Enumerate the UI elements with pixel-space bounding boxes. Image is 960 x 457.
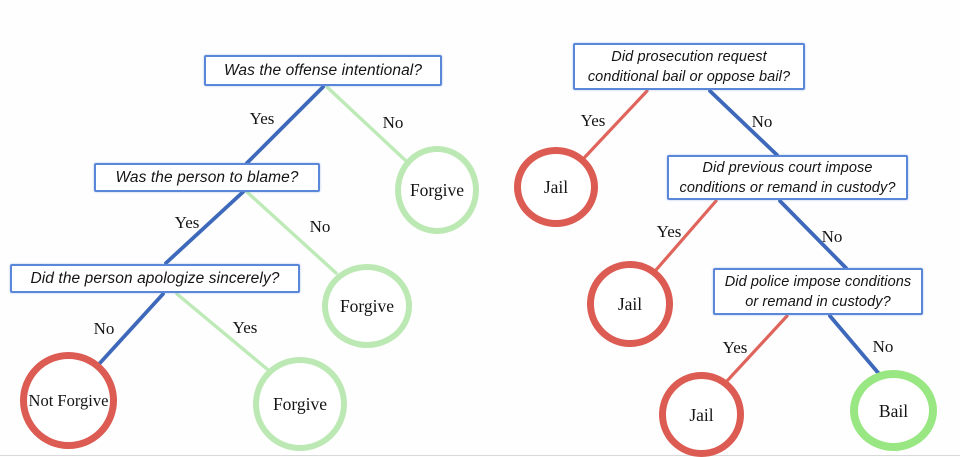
outcome-label: Jail (617, 294, 643, 314)
outcome-label: Forgive (409, 180, 465, 200)
question-text-line2: or remand in custody? (745, 293, 891, 310)
outcome-circle-jail-3: Jail (659, 372, 744, 457)
question-text-line1: Did police impose conditions (724, 273, 912, 290)
edge-right-q3-no (828, 314, 882, 377)
question-text: Was the person to blame? (115, 168, 299, 186)
question-box-apologize-sincerely: Did the person apologize sincerely? (10, 264, 300, 293)
bottom-rule-divider (0, 455, 960, 456)
outcome-circle-forgive-2: Forgive (322, 264, 412, 348)
edge-right-q1-yes (583, 89, 649, 159)
edge-label-no: No (309, 217, 331, 236)
edge-label-yes: Yes (174, 213, 200, 232)
outcome-label: Forgive (272, 394, 328, 414)
edge-left-q2-no (245, 190, 338, 275)
edge-left-q3-yes (175, 292, 269, 371)
edge-label-yes: Yes (580, 111, 606, 130)
outcome-label: Jail (689, 404, 714, 425)
edge-label-no: No (751, 112, 773, 131)
edge-right-q3-yes (725, 314, 789, 383)
outcome-label: Jail (543, 177, 569, 197)
question-text: Was the offense intentional? (223, 61, 423, 79)
edge-left-q2-yes (164, 190, 245, 265)
edge-label-no: No (382, 113, 404, 132)
outcome-label: Bail (878, 400, 909, 421)
question-text: Did the person apologize sincerely? (30, 269, 280, 287)
outcome-circle-jail-2: Jail (587, 261, 673, 347)
outcome-circle-bail: Bail (850, 370, 937, 451)
question-box-prosecution-bail: Did prosecution request conditional bail… (573, 43, 805, 90)
edge-label-no: No (872, 337, 894, 356)
question-text-line1: Did prosecution request (611, 48, 767, 65)
question-box-person-to-blame: Was the person to blame? (94, 163, 320, 192)
outcome-label: Forgive (339, 296, 395, 316)
outcome-label: Not Forgive (28, 390, 109, 410)
outcome-circle-not-forgive: Not Forgive (20, 352, 117, 449)
edge-left-q1-no (325, 85, 407, 162)
question-text-line1: Did previous court impose (702, 159, 873, 176)
edge-left-q1-yes (245, 85, 325, 165)
edge-label-yes: Yes (249, 109, 275, 128)
edge-label-yes: Yes (232, 318, 258, 337)
edge-label-no: No (93, 319, 115, 338)
edge-label-no: No (821, 227, 843, 246)
edge-label-yes: Yes (656, 222, 682, 241)
outcome-circle-jail-1: Jail (514, 147, 598, 227)
edge-right-q2-yes (654, 199, 718, 272)
edge-label-yes: Yes (722, 338, 748, 357)
question-text-line2: conditions or remand in custody? (679, 179, 896, 196)
edge-right-q1-no (708, 89, 779, 157)
outcome-circle-forgive-1: Forgive (395, 146, 479, 234)
edge-right-q2-no (778, 199, 848, 270)
question-box-offense-intentional: Was the offense intentional? (204, 55, 442, 86)
question-box-previous-court: Did previous court impose conditions or … (667, 155, 908, 200)
question-box-police-conditions: Did police impose conditions or remand i… (713, 268, 923, 315)
question-text-line2: conditional bail or oppose bail? (587, 68, 791, 85)
edge-left-q3-no (98, 292, 165, 365)
outcome-circle-forgive-3: Forgive (253, 357, 347, 451)
